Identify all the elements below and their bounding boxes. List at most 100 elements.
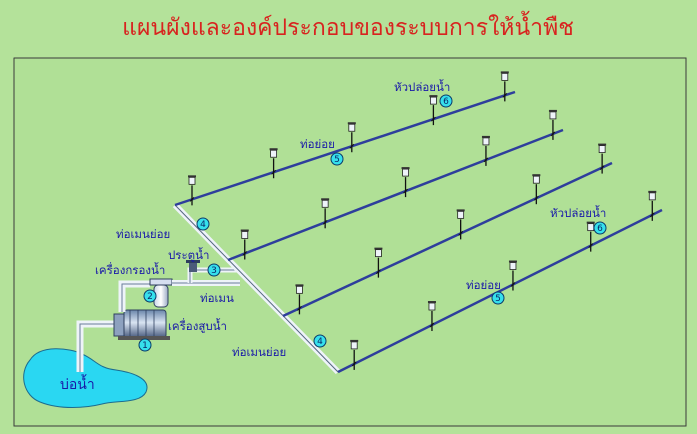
- lateral-lower-label: ท่อย่อย: [466, 278, 501, 292]
- diagram-title: แผนผังและองค์ประกอบของระบบการให้น้ำพืช: [122, 11, 574, 41]
- filter-marker-number: 2: [147, 292, 153, 302]
- field-outline: [13, 57, 687, 427]
- submain-lower-marker: [313, 334, 327, 348]
- main-pipe-label: ท่อเมน: [200, 291, 234, 305]
- lateral-pipes: [174, 90, 663, 374]
- emitter-cap: [240, 229, 249, 232]
- emitter-stake: [403, 188, 408, 194]
- sprinkler-emitter: [508, 260, 517, 291]
- emitter-upper-marker-number: 6: [443, 97, 449, 107]
- emitter-stake: [550, 131, 556, 137]
- sprinkler-emitter: [500, 71, 509, 102]
- pond-label: บ่อน้ำ: [60, 374, 95, 393]
- sprinkler-emitter: [548, 109, 557, 140]
- emitter-cap: [481, 135, 490, 138]
- emitter-stake: [271, 169, 276, 175]
- pump-outlet-pipe-edge: [121, 283, 150, 312]
- sprinkler-emitter: [429, 95, 438, 126]
- emitter-cap: [500, 71, 509, 74]
- sprinkler-emitter: [532, 174, 541, 205]
- emitter-stake: [533, 195, 539, 201]
- valve-marker: [207, 263, 221, 277]
- emitter-cap: [598, 143, 607, 146]
- sprinkler-emitter: [269, 148, 278, 179]
- lateral-pipe: [282, 161, 613, 318]
- lateral-pipe: [337, 208, 663, 374]
- emitter-cap: [401, 167, 410, 170]
- emitter-head: [375, 249, 382, 258]
- emitter-cap: [321, 198, 330, 201]
- sprinkler-emitter: [456, 209, 465, 240]
- emitter-lower-marker: [593, 221, 607, 235]
- pump-marker: [138, 338, 152, 352]
- emitter-stake: [242, 251, 248, 256]
- filter-marker: [143, 289, 157, 303]
- emitter-head: [348, 123, 356, 132]
- emitter-stake: [349, 143, 355, 149]
- valve: [186, 260, 200, 272]
- sprinkler-emitter: [350, 339, 359, 370]
- emitter-lower-marker-number: 6: [597, 224, 603, 234]
- emitter-stake: [297, 305, 302, 311]
- emitter-cap: [347, 122, 356, 125]
- intake-pipe-edge: [79, 323, 118, 372]
- emitter-head: [402, 168, 409, 177]
- emitter-head: [501, 72, 509, 81]
- emitter-head: [549, 111, 557, 120]
- sprinkler-emitter: [401, 167, 410, 198]
- submain-upper-marker-number: 4: [200, 220, 206, 230]
- sprinkler-emitter: [481, 135, 490, 166]
- emitter-head: [321, 199, 329, 208]
- emitter-stake: [483, 157, 489, 163]
- emitter-cap: [532, 174, 541, 177]
- emitter-cap: [548, 109, 557, 112]
- emitter-stake: [431, 116, 436, 122]
- emitter-upper-label: หัวปล่อยน้ำ: [394, 79, 450, 94]
- emitter-cap: [648, 190, 657, 193]
- emitter-upper-marker: [439, 94, 453, 108]
- sprinkler-emitter: [427, 301, 436, 332]
- lateral-pipe: [174, 90, 516, 207]
- lateral-upper-label: ท่อย่อย: [300, 137, 335, 151]
- pump-marker-number: 1: [142, 341, 148, 351]
- emitter-stake: [189, 196, 195, 202]
- emitter-head: [270, 149, 278, 158]
- emitter-cap: [427, 301, 436, 304]
- sprinkler-emitter: [347, 122, 356, 153]
- emitter-head: [457, 210, 465, 219]
- emitter-cap: [456, 209, 465, 212]
- emitter-cap: [295, 284, 304, 287]
- sprinkler-emitter: [188, 175, 196, 206]
- submain-upper-marker: [196, 217, 210, 231]
- emitter-stake: [458, 231, 464, 236]
- submain-lower-marker-number: 4: [317, 337, 323, 347]
- emitter-head: [532, 175, 540, 184]
- emitter-head: [241, 231, 249, 239]
- emitter-head: [648, 192, 656, 201]
- emitter-stake: [429, 322, 435, 328]
- emitter-stake: [588, 243, 594, 248]
- emitter-head: [428, 302, 436, 311]
- emitter-cap: [374, 247, 383, 250]
- lateral-lower-marker-number: 5: [495, 294, 501, 304]
- lateral-upper-marker-number: 5: [334, 155, 340, 165]
- emitter-stake: [351, 361, 357, 367]
- emitters: [188, 71, 657, 370]
- emitter-stake: [376, 269, 381, 274]
- emitter-cap: [350, 339, 359, 342]
- submain-pipe-edge: [174, 204, 339, 373]
- emitter-stake: [510, 282, 516, 287]
- submain-lower-label: ท่อเมนย่อย: [232, 345, 286, 359]
- sprinkler-emitter: [598, 143, 607, 174]
- submain-upper-label: ท่อเมนย่อย: [116, 227, 170, 241]
- emitter-head: [482, 137, 490, 146]
- emitter-head: [429, 96, 437, 105]
- lateral-lower-marker: [491, 291, 505, 305]
- emitter-cap: [508, 260, 517, 263]
- emitter-cap: [429, 95, 438, 98]
- emitter-stake: [599, 165, 605, 170]
- emitter-cap: [269, 148, 278, 151]
- sprinkler-emitter: [374, 247, 383, 278]
